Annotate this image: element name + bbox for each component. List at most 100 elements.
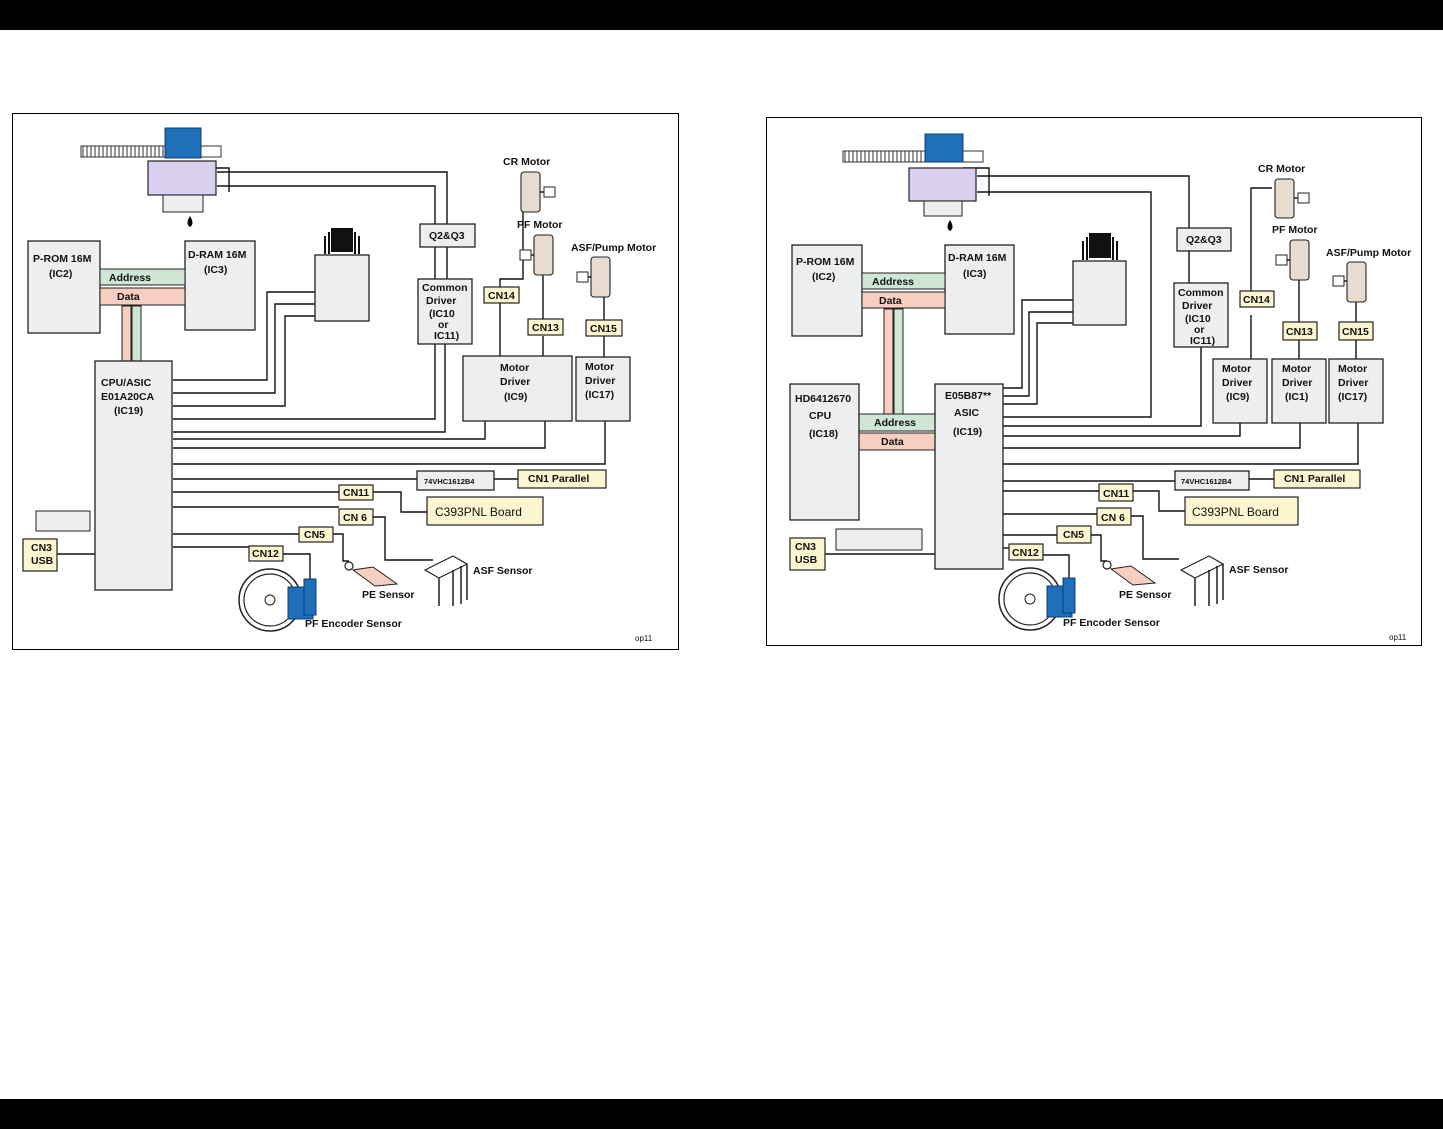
- cn11-label: CN11: [343, 487, 369, 499]
- md-ic9-l1: Motor: [1222, 363, 1251, 375]
- cn6-label: CN 6: [1101, 512, 1125, 524]
- cn15-label: CN15: [1342, 326, 1369, 338]
- prom-ic: (IC2): [49, 268, 72, 280]
- panel-board-box: [1184, 496, 1299, 526]
- md-ic9-l3: (IC9): [504, 391, 527, 403]
- paper-module-pins: [324, 232, 360, 254]
- cn6-box: [338, 508, 374, 526]
- asf-motor-icon: [1346, 261, 1367, 303]
- ic-74vhc-label: 74VHC1612B4: [1181, 477, 1232, 486]
- common-driver-l3: (IC10: [1185, 313, 1211, 325]
- nozzle-plate: [923, 200, 963, 217]
- cn6-box: [1096, 507, 1132, 526]
- cn13-label: CN13: [1286, 326, 1313, 338]
- motor-driver-ic17-box: [1328, 358, 1384, 424]
- asf-motor-icon: [590, 256, 611, 298]
- cn14-label: CN14: [1243, 294, 1270, 306]
- common-driver-l3: (IC10: [429, 308, 455, 320]
- usb-label: USB: [795, 554, 818, 566]
- motor-driver-ic17-box: [575, 356, 631, 422]
- dram-box: [184, 240, 256, 331]
- motor-driver-ic9-box: [462, 355, 573, 422]
- pe-sensor-label: PE Sensor: [1119, 589, 1172, 601]
- figure-id: op11: [635, 634, 653, 643]
- cpu-line1: CPU/ASIC: [101, 377, 152, 389]
- ic-74vhc-box: [416, 470, 495, 491]
- usb-label: USB: [31, 555, 54, 567]
- motor-driver-ic1-box: [1271, 358, 1327, 424]
- panel-board-label: C393PNL Board: [1192, 505, 1279, 519]
- common-driver-l2: Driver: [426, 295, 456, 307]
- print-head-assembly: [842, 133, 984, 231]
- ic-74vhc-label: 74VHC1612B4: [424, 477, 475, 486]
- address-bus-vertical: [131, 305, 142, 362]
- figure-id: op11: [1389, 633, 1407, 642]
- data-bus-vertical: [121, 305, 132, 362]
- asf-sensor-label: ASF Sensor: [473, 565, 533, 577]
- top-black-bar: [0, 0, 1443, 30]
- md-ic9-l2: Driver: [500, 376, 530, 388]
- md-ic17-l3: (IC17): [585, 389, 614, 401]
- cn15-box: [585, 319, 623, 337]
- pe-sensor-icon: [1102, 560, 1157, 586]
- paper-module-top: [331, 228, 353, 252]
- q2q3-label: Q2&Q3: [1186, 234, 1222, 246]
- pf-motor-shaft: [1275, 254, 1288, 266]
- cn5-label: CN5: [304, 529, 325, 541]
- prom-box: [791, 244, 863, 337]
- dram-box: [944, 244, 1015, 335]
- q2q3-box: [1176, 227, 1232, 252]
- cn1-parallel-label: CN1 Parallel: [528, 473, 589, 485]
- prom-box: [27, 240, 101, 334]
- md-ic17-l2: Driver: [1338, 377, 1368, 389]
- cn12-box: [1008, 543, 1044, 561]
- cn1-parallel-box: [517, 469, 607, 489]
- cn3-usb-box: [789, 537, 826, 571]
- pf-motor-label: PF Motor: [517, 219, 563, 231]
- md-ic1-l2: Driver: [1282, 377, 1312, 389]
- pf-encoder-icon: [238, 568, 317, 632]
- md-ic17-l3: (IC17): [1338, 391, 1367, 403]
- cr-motor-icon: [1274, 178, 1295, 219]
- cn13-label: CN13: [532, 322, 559, 334]
- dram-ic: (IC3): [204, 264, 227, 276]
- cpu-box: [789, 383, 860, 521]
- asf-sensor-icon: [1179, 555, 1225, 606]
- pf-motor-icon: [1289, 239, 1310, 281]
- dram-label: D-RAM 16M: [948, 252, 1007, 264]
- cpu-line2: CPU: [809, 410, 831, 422]
- cn14-label: CN14: [488, 290, 515, 302]
- common-driver-l5: IC11): [1190, 335, 1215, 347]
- common-driver-l1: Common: [1178, 287, 1224, 299]
- rail-teeth: [82, 146, 164, 157]
- cn5-box: [298, 526, 334, 543]
- common-driver-l2: Driver: [1182, 300, 1212, 312]
- asic-line1: E05B87**: [945, 390, 992, 402]
- nozzle-plate: [162, 194, 204, 213]
- pf-motor-shaft: [519, 249, 532, 261]
- asf-sensor-label: ASF Sensor: [1229, 564, 1289, 576]
- cn14-box: [483, 286, 520, 304]
- asic-box: [934, 383, 1004, 570]
- address-bus-label: Address: [109, 272, 151, 284]
- asf-motor-shaft: [1332, 275, 1345, 287]
- paper-module-box: [1072, 260, 1127, 326]
- wires: [825, 167, 1359, 581]
- ink-drop-icon: [947, 220, 953, 231]
- paper-module-box: [314, 254, 370, 322]
- cn14-box: [1239, 290, 1275, 308]
- cn12-label: CN12: [1012, 547, 1039, 559]
- print-head-assembly: [80, 127, 222, 227]
- rail-teeth: [844, 151, 922, 162]
- block-diagram-left: P-ROM 16M (IC2) D-RAM 16M (IC3) Address …: [12, 113, 679, 650]
- md-ic1-l1: Motor: [1282, 363, 1311, 375]
- cn3-usb-box: [22, 538, 58, 572]
- cn15-label: CN15: [590, 323, 617, 335]
- paper-module-top: [1089, 233, 1111, 258]
- cn5-box: [1056, 525, 1092, 544]
- common-driver-l4: or: [438, 319, 449, 331]
- common-driver-box: [417, 278, 473, 345]
- data-bus-top: [861, 291, 946, 309]
- pf-encoder-label: PF Encoder Sensor: [1063, 617, 1160, 629]
- paper-module-pins: [1082, 237, 1118, 260]
